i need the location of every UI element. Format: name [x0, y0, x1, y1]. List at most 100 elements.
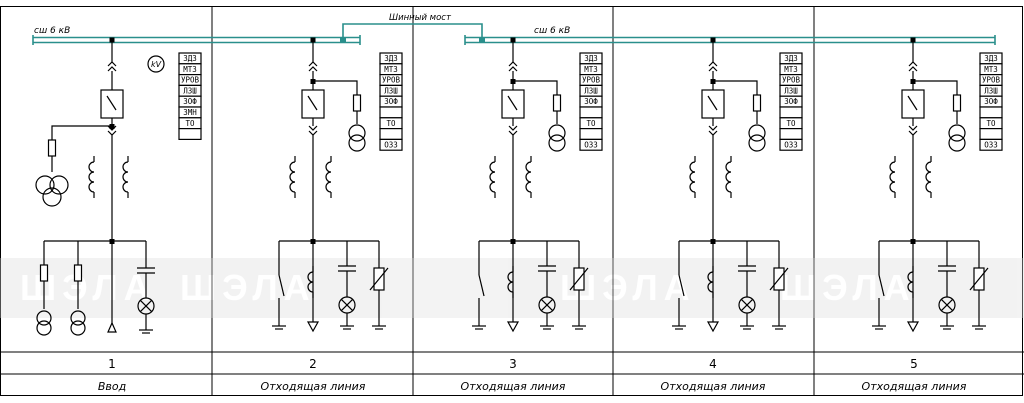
protection-slot: [979, 106, 1003, 119]
draw-out-contact: [107, 66, 117, 72]
cable-end-arrow: [906, 321, 920, 333]
breaker-contact: [707, 95, 718, 111]
earthing-switch-blade: [278, 274, 285, 297]
draw-out-contact: [508, 61, 518, 67]
breaker-contact: [907, 95, 918, 111]
vt-winding: [748, 124, 766, 142]
lamp-cross: [740, 298, 754, 312]
draw-out-contact: [908, 61, 918, 67]
wire: [713, 80, 758, 95]
protection-label: ЛЗШ: [984, 86, 998, 95]
protection-label: ЗОФ: [183, 97, 197, 106]
draw-out-contact: [708, 66, 718, 72]
protection-slot: [379, 128, 403, 141]
protection-label: ТО: [586, 119, 596, 128]
current-transformer-winding: [707, 271, 714, 293]
vt-winding: [548, 124, 566, 142]
protection-label: МТЗ: [584, 65, 598, 74]
protection-label: ЛЗШ: [784, 86, 798, 95]
fuse: [352, 94, 362, 112]
voltmeter: [147, 55, 165, 73]
current-transformer-winding: [289, 161, 296, 193]
fuse: [752, 94, 762, 112]
draw-out-contact: [708, 125, 718, 131]
vt-winding: [35, 175, 55, 195]
protection-label: ЗДЗ: [183, 54, 197, 63]
voltage-transformer-winding: [70, 310, 86, 326]
protection-slot: [979, 138, 1003, 151]
vt-winding: [748, 134, 766, 152]
cell-name-5: Отходящая линия: [862, 380, 967, 393]
protection-label: ЛЗШ: [584, 86, 598, 95]
protection-label: ОЗЗ: [784, 140, 798, 149]
wire: [913, 80, 958, 95]
draw-out-contact: [908, 130, 918, 136]
draw-out-contact: [908, 66, 918, 72]
protection-label: ЗДЗ: [984, 54, 998, 63]
draw-out-contact: [708, 61, 718, 67]
fuse: [552, 94, 562, 112]
protection-label: ТО: [786, 119, 796, 128]
protection-slot: [579, 106, 603, 119]
cells-group: kVЗДЗМТЗУРОВЛЗШЗОФЗМНТОЗДЗМТЗУРОВЛЗШЗОФТ…: [35, 37, 1003, 336]
protection-label: ЗОФ: [584, 97, 598, 106]
protection-label: ТО: [185, 119, 195, 128]
draw-out-contact: [308, 61, 318, 67]
current-transformer-winding: [507, 271, 514, 293]
protection-label: УРОВ: [582, 76, 601, 85]
vt-winding: [548, 134, 566, 152]
protection-slot: [178, 128, 202, 141]
bridge-node: [340, 37, 346, 43]
arrester-mark: [369, 267, 389, 291]
wire: [313, 80, 358, 95]
table-frame: [0, 6, 1024, 396]
cell-name-3: Отходящая линия: [461, 380, 566, 393]
current-transformer-winding: [88, 161, 95, 193]
fuse: [47, 139, 57, 157]
arrester-mark: [769, 267, 789, 291]
protection-label: УРОВ: [782, 76, 801, 85]
protection-label: МТЗ: [384, 65, 398, 74]
vt-winding: [348, 134, 366, 152]
current-transformer-winding: [889, 161, 896, 193]
protection-label: ЗМН: [183, 108, 197, 117]
earthing-switch-blade: [678, 274, 685, 297]
current-transformer-winding: [325, 161, 332, 193]
bus-bridge: [342, 23, 483, 40]
voltmeter-label: kV: [151, 60, 162, 69]
protection-label: ЗОФ: [984, 97, 998, 106]
cell-name-1: Ввод: [98, 380, 126, 393]
watermark-band: [0, 258, 1024, 318]
protection-label: ОЗЗ: [984, 140, 998, 149]
lamp-cross: [340, 298, 354, 312]
protection-label: ЗДЗ: [584, 54, 598, 63]
fuse: [73, 264, 83, 282]
protection-label: УРОВ: [382, 76, 401, 85]
protection-label: ОЗЗ: [384, 140, 398, 149]
cell-number-5: 5: [910, 357, 918, 371]
lamp-cross: [940, 298, 954, 312]
draw-out-contact: [508, 66, 518, 72]
protection-label: УРОВ: [181, 76, 200, 85]
cell-number-2: 2: [309, 357, 317, 371]
cable-end-arrow: [306, 321, 320, 333]
protection-label: ЗОФ: [784, 97, 798, 106]
protection-label: ЗДЗ: [384, 54, 398, 63]
protection-slot: [379, 106, 403, 119]
cell-name-4: Отходящая линия: [661, 380, 766, 393]
lamp-cross: [540, 298, 554, 312]
voltage-transformer-winding: [36, 320, 52, 336]
breaker-contact: [307, 95, 318, 111]
cell-number-3: 3: [509, 357, 517, 371]
breaker-contact: [106, 95, 117, 111]
cell-number-1: 1: [108, 357, 116, 371]
protection-slot: [779, 138, 803, 151]
fuse: [39, 264, 49, 282]
cell-number-4: 4: [709, 357, 717, 371]
fuse: [952, 94, 962, 112]
vt-winding: [42, 187, 62, 207]
